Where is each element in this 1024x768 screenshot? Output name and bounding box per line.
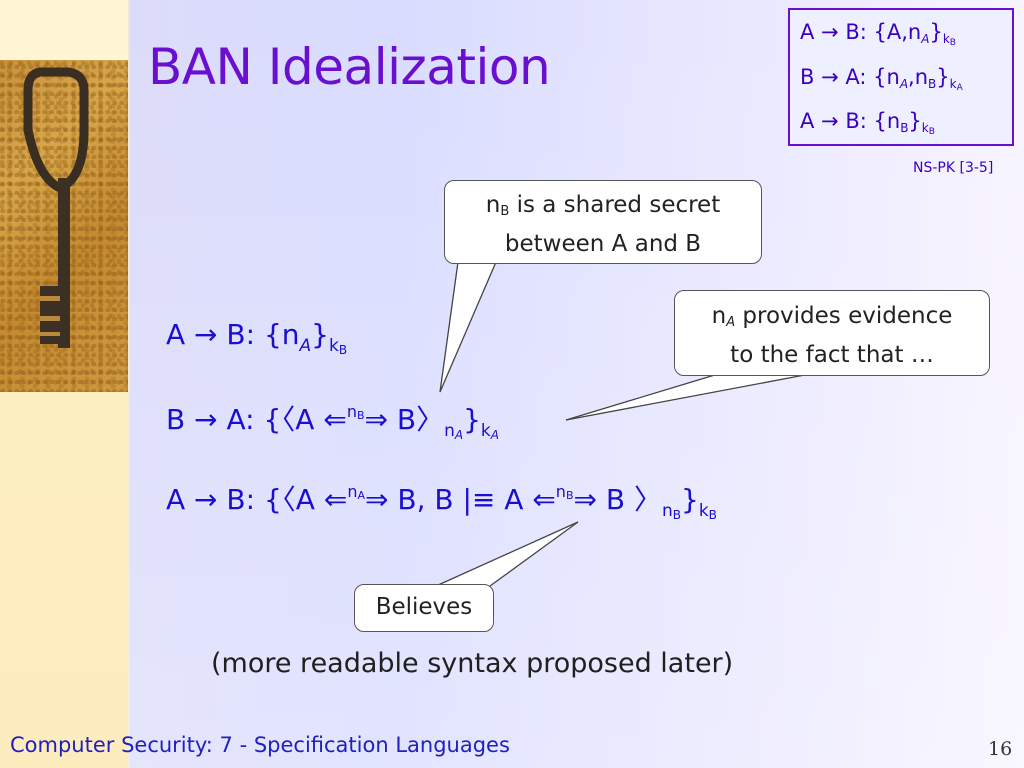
believes-pointer-left: [435, 521, 579, 587]
key-photo: [0, 60, 128, 392]
callout-evidence-line-1: nA provides evidence: [711, 303, 953, 330]
slide-title: BAN Idealization: [148, 38, 551, 96]
formula-line-2: B → A: {〈A ⇐nB⇒ B〉nA}kA: [166, 402, 499, 442]
callout-shared-secret-line-1: nB is a shared secret: [485, 192, 721, 219]
evidence-pointer-left: [565, 373, 719, 421]
formula-line-1: A → B: {nA}kB: [166, 318, 348, 357]
ns-pk-caption: NS-PK [3-5]: [913, 160, 994, 176]
shared-secret-pointer-left: [439, 261, 459, 393]
callout-shared-secret: nB is a shared secret between A and B: [444, 180, 762, 264]
page-number: 16: [988, 738, 1013, 760]
footer-course-title: Computer Security: 7 - Specification Lan…: [10, 733, 510, 757]
ns-pk-line-2: B → A: {nA,nB}kA: [800, 65, 963, 93]
evidence-pointer-right: [565, 373, 811, 421]
more-readable-note: (more readable syntax proposed later): [211, 648, 734, 679]
ns-pk-protocol-box: A → B: {A,nA}kB B → A: {nA,nB}kA A → B: …: [788, 8, 1014, 146]
callout-evidence-line-2: to the fact that …: [730, 342, 934, 368]
formula-line-3: A → B: {〈A ⇐nA⇒ B, B |≡ A ⇐nB⇒ B 〉nB}kB: [166, 482, 717, 522]
shared-secret-pointer-right: [439, 261, 497, 393]
ns-pk-line-3: A → B: {nB}kB: [800, 109, 935, 137]
believes-pointer-right: [489, 521, 579, 587]
ns-pk-line-1: A → B: {A,nA}kB: [800, 20, 956, 48]
callout-shared-secret-line-2: between A and B: [504, 231, 702, 257]
callout-evidence: nA provides evidence to the fact that …: [674, 290, 990, 376]
callout-believes: Believes: [354, 584, 494, 632]
